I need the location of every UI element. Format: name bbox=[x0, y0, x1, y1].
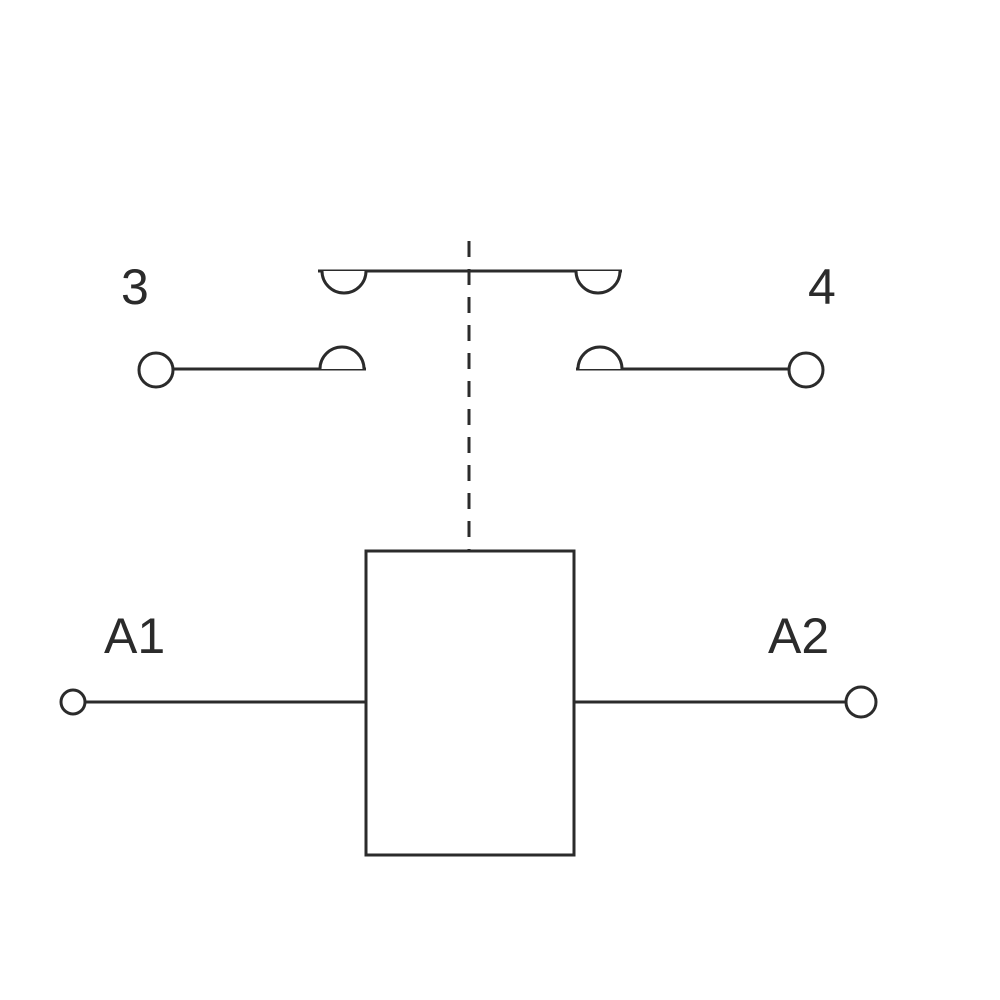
terminal-a1 bbox=[59, 688, 87, 716]
coil-label-a2: A2 bbox=[768, 608, 829, 664]
contact-label-4: 4 bbox=[808, 259, 836, 315]
terminal-a2 bbox=[844, 685, 878, 719]
terminal-3 bbox=[137, 351, 175, 389]
coil-label-a1: A1 bbox=[104, 608, 165, 664]
movable-contact-left bbox=[320, 270, 368, 295]
coil-box bbox=[364, 549, 576, 857]
fixed-contact-left bbox=[318, 345, 366, 370]
contact-label-3: 3 bbox=[121, 259, 149, 315]
fixed-contact-right bbox=[576, 345, 624, 370]
terminal-4 bbox=[787, 351, 825, 389]
movable-contact-right bbox=[574, 270, 622, 295]
